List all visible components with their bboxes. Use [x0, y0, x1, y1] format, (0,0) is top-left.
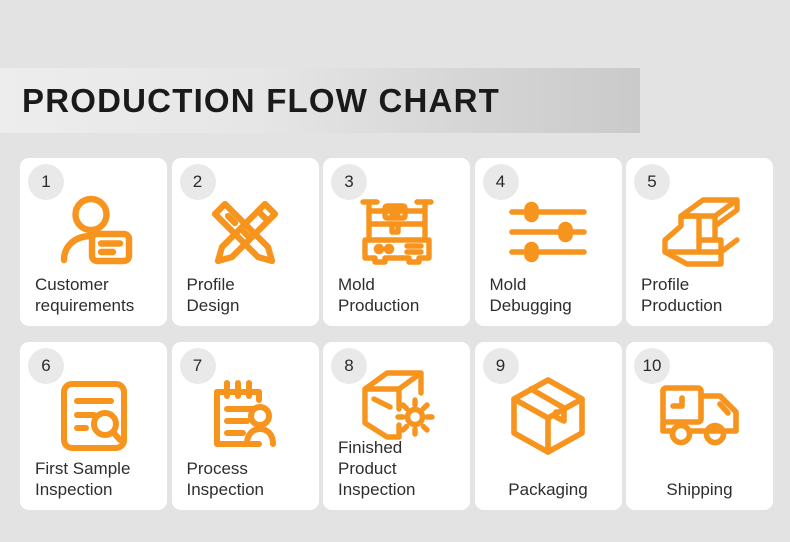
flow-step-label: Mold Production — [323, 274, 470, 316]
flow-step-label: Customer requirements — [20, 274, 167, 316]
package-box-icon — [475, 366, 622, 466]
step-number-badge: 7 — [179, 348, 216, 384]
step-number-badge: 9 — [482, 348, 519, 384]
label-line: First Sample — [35, 459, 131, 478]
step-number-badge: 8 — [331, 348, 367, 384]
delivery-truck-icon — [626, 366, 773, 466]
label-line: Profile — [641, 275, 690, 294]
pencil-ruler-icon — [172, 182, 319, 282]
flow-step-label: First Sample Inspection — [20, 458, 167, 500]
flow-step-label: Finished Product Inspection — [323, 437, 470, 500]
flow-step-label: Process Inspection — [172, 458, 319, 500]
label-line: Customer — [35, 275, 109, 294]
flow-step-card-3[interactable]: 3 M — [323, 158, 470, 326]
flow-step-card-7[interactable]: 7 Process Inspection — [171, 342, 319, 510]
label-line: Inspection — [35, 480, 113, 499]
step-number-badge: 1 — [28, 164, 64, 200]
customer-requirements-icon — [20, 182, 167, 282]
label-line: Packaging — [508, 480, 588, 499]
label-line: Inspection — [186, 480, 265, 499]
i-beam-profile-icon — [626, 182, 773, 282]
step-number-badge: 3 — [331, 164, 367, 200]
page-title-band: PRODUCTION FLOW CHART — [0, 68, 640, 133]
flow-step-card-4[interactable]: 4 Mold Debugging — [474, 158, 622, 326]
flow-step-card-2[interactable]: 2 Profile Design — [171, 158, 319, 326]
label-line: Process — [186, 459, 248, 478]
flow-step-label: Mold Debugging — [475, 274, 622, 316]
flow-step-label: Profile Design — [172, 274, 319, 316]
label-line: Profile — [186, 275, 235, 294]
step-number-badge: 4 — [482, 164, 519, 200]
label-line: requirements — [35, 296, 135, 315]
label-line: Mold — [489, 275, 527, 294]
production-flow-grid: 1 Customer requirements 2 — [20, 158, 773, 510]
flow-step-label: Profile Production — [626, 274, 773, 316]
flow-step-label: Packaging — [475, 479, 622, 500]
clipboard-person-icon — [172, 366, 319, 466]
cnc-machine-icon — [323, 182, 470, 282]
label-line: Inspection — [338, 480, 416, 499]
step-number-badge: 6 — [28, 348, 64, 384]
label-line: Shipping — [666, 480, 733, 499]
step-number-badge: 2 — [179, 164, 216, 200]
label-line: Finished — [338, 438, 403, 457]
flow-step-card-8[interactable]: 8 Finished Product Inspection — [323, 342, 470, 510]
flow-step-card-10[interactable]: 10 Shipping — [626, 342, 773, 510]
flow-step-card-9[interactable]: 9 Packaging — [474, 342, 622, 510]
label-line: Debugging — [489, 296, 572, 315]
step-number-badge: 10 — [634, 348, 670, 384]
label-line: Production — [641, 296, 723, 315]
label-line: Product — [338, 459, 397, 478]
step-number-badge: 5 — [634, 164, 670, 200]
flow-step-card-5[interactable]: 5 Profile Production — [626, 158, 773, 326]
flow-step-card-6[interactable]: 6 First Sample Inspection — [20, 342, 167, 510]
flow-step-card-1[interactable]: 1 Customer requirements — [20, 158, 167, 326]
box-gear-icon — [323, 356, 470, 456]
flow-step-label: Shipping — [626, 479, 773, 500]
label-line: Mold — [338, 275, 375, 294]
page-title: PRODUCTION FLOW CHART — [22, 81, 500, 119]
label-line: Production — [338, 296, 420, 315]
sliders-icon — [475, 182, 622, 282]
document-search-icon — [20, 366, 167, 466]
label-line: Design — [186, 296, 240, 315]
